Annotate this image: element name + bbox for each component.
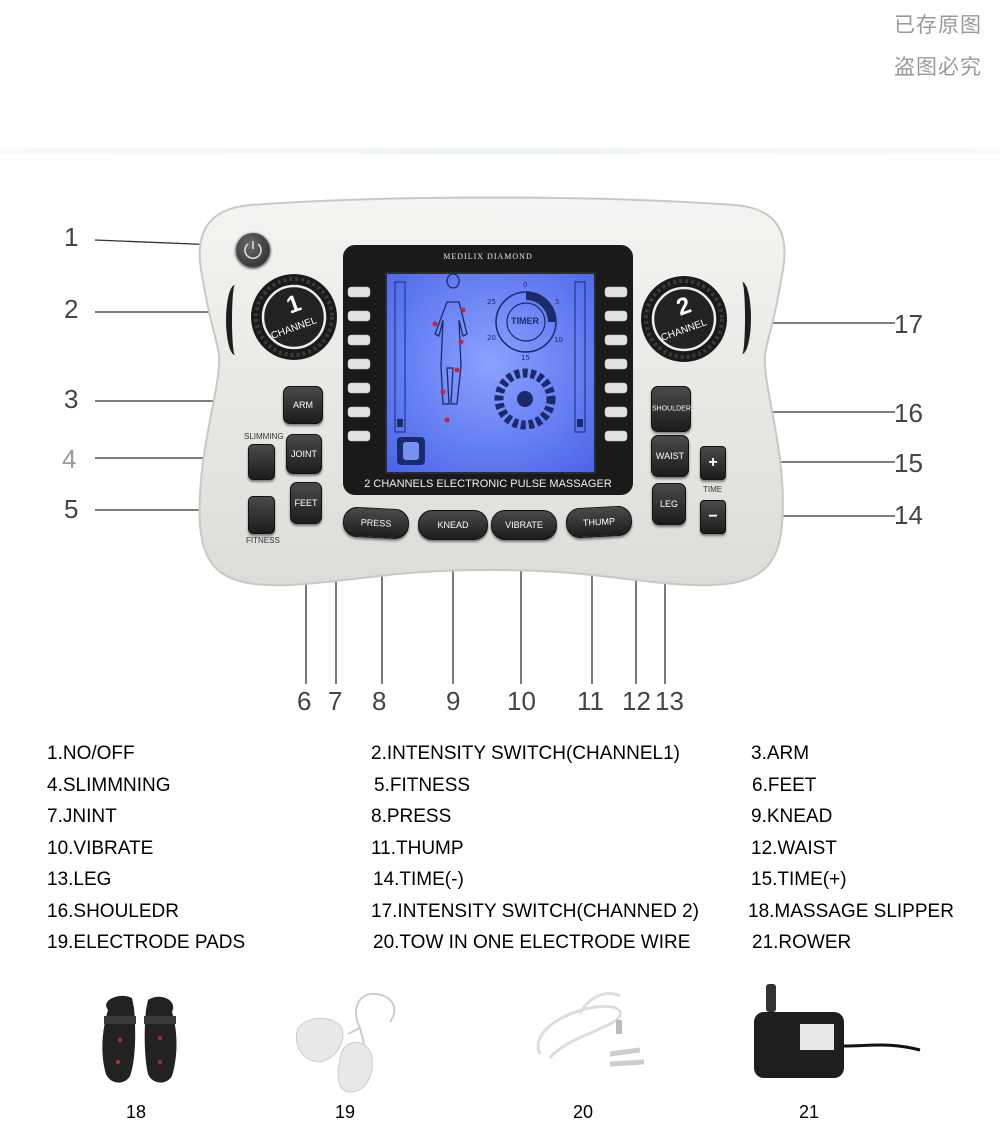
waist-button[interactable]: WAIST [651,435,689,477]
timer-num-15: 15 [521,354,530,362]
accessory-label-18: 18 [126,1102,147,1122]
accessory-label-20: 20 [573,1102,594,1122]
legend-item-1: 1.NO/OFF [47,743,135,764]
slimming-button[interactable] [248,444,275,480]
press-button[interactable]: PRESS [342,506,410,540]
timer-label: TIMER [511,316,539,326]
callout-12: 12 [622,686,651,716]
timer-num-20: 20 [487,334,496,342]
legend-item-19: 19.ELECTRODE PADS [47,932,246,953]
legend-item-7: 7.JNINT [47,806,117,827]
legend-item-10: 10.VIBRATE [47,838,154,859]
lcd-graphics [394,273,586,465]
callout-8: 8 [372,686,387,716]
callout-16: 16 [894,398,923,428]
device-subtitle: 2 CHANNELS ELECTRONIC PULSE MASSAGER [364,478,612,490]
power-button[interactable] [236,233,270,267]
power-icon [244,241,262,259]
time-minus-button[interactable]: − [700,500,726,534]
callout-2: 2 [64,294,79,324]
callout-7: 7 [328,686,343,716]
arm-button[interactable]: ARM [283,386,323,424]
side-indicators [347,286,628,442]
lcd-screen: TIMER 0 5 10 15 20 25 [385,272,596,474]
legend-item-4: 4.SLIMMNING [47,775,171,796]
shoulder-button[interactable]: SHOULDER [651,386,691,432]
legend-item-11: 11.THUMP [371,838,464,859]
electrode-wire-icon [536,991,645,1067]
callout-10: 10 [507,686,536,716]
legend-item-16: 16.SHOULEDR [47,901,179,922]
vibrate-button[interactable]: VIBRATE [491,510,557,540]
callout-9: 9 [446,686,461,716]
legend-item-14: 14.TIME(-) [373,869,464,890]
callout-14: 14 [894,500,923,530]
callout-11: 11 [577,686,604,716]
knead-button[interactable]: KNEAD [418,510,488,540]
callout-17: 17 [894,309,923,339]
watermark-line-2: 盗图必究 [894,55,982,79]
legend-item-13: 13.LEG [47,869,112,890]
legend-item-15: 15.TIME(+) [751,869,847,890]
feet-button[interactable]: FEET [290,482,322,524]
joint-button[interactable]: JOINT [286,434,322,474]
thump-button[interactable]: THUMP [565,505,633,539]
callout-1: 1 [64,222,79,252]
left-knob-slit [226,285,244,355]
legend-item-3: 3.ARM [751,743,810,764]
callout-6: 6 [297,686,312,716]
legend-item-17: 17.INTENSITY SWITCH(CHANNED 2) [371,901,699,922]
slimming-label: SLIMMING [244,432,284,441]
top-band [0,148,1000,154]
callout-13: 13 [655,686,684,716]
knob-1-graphic [251,274,337,360]
fitness-button[interactable] [248,496,275,534]
legend-item-2: 2.INTENSITY SWITCH(CHANNEL1) [371,743,680,764]
accessory-label-21: 21 [799,1102,820,1122]
callout-15: 15 [894,448,923,478]
timer-num-5: 5 [555,298,560,306]
legend-item-18: 18.MASSAGE SLIPPER [748,901,954,922]
legend-item-21: 21.ROWER [752,932,852,953]
legend-item-8: 8.PRESS [371,806,452,827]
massage-slipper-icon [102,995,177,1083]
legend-item-5: 5.FITNESS [374,775,471,796]
legend-item-20: 20.TOW IN ONE ELECTRODE WIRE [373,932,691,953]
fitness-label: FITNESS [246,536,280,545]
right-knob-slit [733,282,751,354]
power-adapter-icon [754,984,921,1078]
electrode-pads-icon [296,992,396,1093]
knob-2-graphic [641,276,727,362]
callout-3: 3 [64,384,79,414]
time-label: TIME [703,485,723,494]
time-plus-button[interactable]: + [700,446,726,480]
timer-num-10: 10 [554,336,563,344]
intensity-knob-channel-1[interactable]: 1 CHANNEL [250,273,338,361]
accessory-label-19: 19 [335,1102,356,1122]
leg-button[interactable]: LEG [652,483,686,525]
callout-5: 5 [64,494,79,524]
intensity-knob-channel-2[interactable]: 2 CHANNEL [640,275,728,363]
watermark-line-1: 已存原图 [894,13,982,37]
legend-item-9: 9.KNEAD [751,806,833,827]
brand-label: MEDILIX DIAMOND [443,252,533,261]
timer-num-0: 0 [523,281,528,289]
legend-item-12: 12.WAIST [751,838,837,859]
callout-4: 4 [62,444,77,474]
legend-item-6: 6.FEET [752,775,817,796]
timer-num-25: 25 [487,298,496,306]
